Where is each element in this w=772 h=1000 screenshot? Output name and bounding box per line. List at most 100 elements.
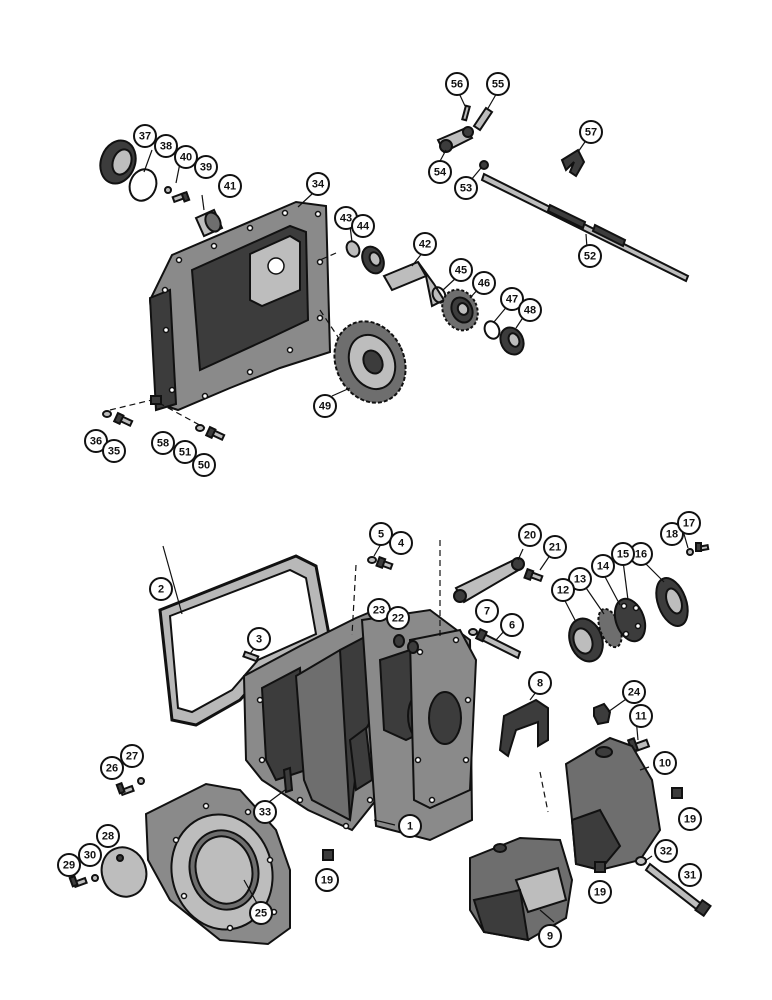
callout-12: 12 bbox=[551, 578, 575, 602]
part-45-ring bbox=[431, 286, 447, 304]
callout-circle bbox=[660, 522, 684, 546]
callout-number: 53 bbox=[460, 183, 472, 195]
part-34-cover-plate bbox=[148, 200, 332, 412]
callout-4: 4 bbox=[389, 531, 413, 555]
callout-number: 40 bbox=[180, 152, 192, 164]
callout-number: 8 bbox=[537, 678, 543, 690]
part-19-plug-a bbox=[671, 787, 683, 799]
callout-1: 1 bbox=[398, 814, 422, 838]
part-6-bolt bbox=[474, 627, 522, 660]
callout-circle bbox=[174, 145, 198, 169]
callout-2: 2 bbox=[149, 577, 173, 601]
part-40-washer bbox=[164, 186, 172, 194]
part-47-ring bbox=[483, 320, 501, 340]
callout-20: 20 bbox=[518, 523, 542, 547]
callout-17: 17 bbox=[677, 511, 701, 535]
callout-circle bbox=[133, 124, 157, 148]
callout-number: 10 bbox=[659, 758, 671, 770]
callout-number: 6 bbox=[509, 620, 515, 632]
callout-circle bbox=[57, 853, 81, 877]
part-55-pin bbox=[472, 106, 494, 132]
callout-circle bbox=[591, 554, 615, 578]
callout-number: 5 bbox=[378, 529, 384, 541]
callout-57: 57 bbox=[579, 120, 603, 144]
callout-circle bbox=[528, 671, 552, 695]
part-3-dowel bbox=[242, 650, 260, 663]
callout-number: 45 bbox=[455, 265, 467, 277]
part-14-15-roller-assembly bbox=[613, 597, 647, 643]
callout-number: 32 bbox=[660, 846, 672, 858]
callout-44: 44 bbox=[351, 214, 375, 238]
callout-circle bbox=[578, 244, 602, 268]
callout-number: 51 bbox=[179, 447, 191, 459]
callout-23: 23 bbox=[367, 598, 391, 622]
callout-circle bbox=[194, 155, 218, 179]
callout-circle bbox=[149, 577, 173, 601]
part-56-pin bbox=[461, 104, 471, 122]
part-22-washer bbox=[407, 640, 419, 654]
callout-number: 56 bbox=[451, 79, 463, 91]
callout-32: 32 bbox=[654, 839, 678, 863]
callout-circle bbox=[678, 863, 702, 887]
callout-circle bbox=[315, 868, 339, 892]
callout-circle bbox=[154, 134, 178, 158]
part-46-gear bbox=[441, 288, 479, 332]
callout-circle bbox=[96, 824, 120, 848]
part-16-seal bbox=[655, 577, 689, 627]
callout-56: 56 bbox=[445, 72, 469, 96]
part-31-stud-bolt bbox=[644, 862, 712, 918]
callout-circle bbox=[475, 599, 499, 623]
callout-30: 30 bbox=[78, 843, 102, 867]
part-19-plug-b bbox=[322, 849, 334, 861]
callout-circle bbox=[102, 439, 126, 463]
callout-number: 18 bbox=[666, 529, 678, 541]
callout-circle bbox=[253, 800, 277, 824]
callout-circle bbox=[518, 298, 542, 322]
callout-circle bbox=[151, 431, 175, 455]
callout-circle bbox=[351, 214, 375, 238]
part-27-washer bbox=[137, 777, 145, 785]
callout-number: 26 bbox=[106, 763, 118, 775]
callout-circle bbox=[611, 542, 635, 566]
callout-45: 45 bbox=[449, 258, 473, 282]
callout-number: 14 bbox=[597, 561, 610, 573]
callout-circle bbox=[218, 174, 242, 198]
callout-circle bbox=[428, 160, 452, 184]
callout-25: 25 bbox=[249, 901, 273, 925]
part-39-bolt bbox=[171, 190, 191, 204]
callout-48: 48 bbox=[518, 298, 542, 322]
lower-assembly bbox=[68, 540, 712, 946]
callout-number: 50 bbox=[198, 460, 210, 472]
callout-circle bbox=[389, 531, 413, 555]
callout-6: 6 bbox=[500, 613, 524, 637]
callout-number: 55 bbox=[492, 79, 504, 91]
part-9-housing-half bbox=[469, 836, 574, 942]
callout-circle bbox=[247, 627, 271, 651]
part-8-bracket bbox=[498, 698, 549, 758]
callout-number: 30 bbox=[84, 850, 96, 862]
part-29-bolt bbox=[68, 874, 88, 889]
callout-number: 24 bbox=[628, 687, 641, 699]
callout-number: 2 bbox=[158, 584, 164, 596]
callout-circle bbox=[568, 567, 592, 591]
part-1-transmission-housing bbox=[242, 606, 478, 842]
callout-52: 52 bbox=[578, 244, 602, 268]
callout-18: 18 bbox=[660, 522, 684, 546]
callout-26: 26 bbox=[100, 756, 124, 780]
part-23-washer bbox=[393, 634, 405, 648]
part-53-ball bbox=[479, 160, 489, 170]
callout-number: 29 bbox=[63, 860, 75, 872]
callout-number: 21 bbox=[549, 542, 561, 554]
part-37-seal bbox=[99, 139, 137, 185]
callout-circle bbox=[445, 72, 469, 96]
part-52-shift-rod bbox=[480, 172, 690, 283]
callout-number: 7 bbox=[484, 606, 490, 618]
callout-number: 4 bbox=[398, 538, 405, 550]
callout-number: 52 bbox=[584, 251, 596, 263]
part-12-bearing-cup bbox=[568, 617, 604, 663]
callout-number: 34 bbox=[312, 179, 325, 191]
part-38-o-ring bbox=[128, 168, 158, 202]
callout-35: 35 bbox=[102, 439, 126, 463]
callout-circle bbox=[78, 843, 102, 867]
